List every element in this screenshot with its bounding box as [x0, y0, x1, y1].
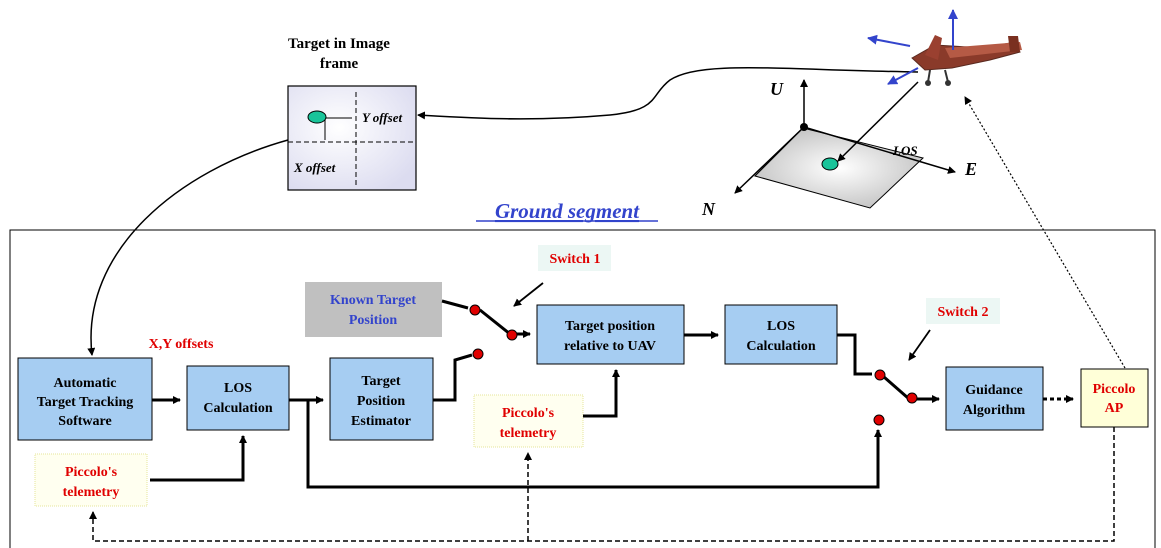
block-telemetry-1: Piccolo's telemetry	[34, 453, 148, 507]
telemetry-1-line-2: telemetry	[63, 485, 120, 500]
x-offset-label: X offset	[293, 160, 336, 175]
n-axis	[734, 126, 805, 194]
known-target-line-1: Known Target	[330, 293, 416, 308]
xy-offsets-label: X,Y offsets	[149, 337, 214, 352]
tracking-line-1: Automatic	[54, 376, 117, 391]
los-calc-1-line-1: LOS	[224, 381, 252, 396]
block-relative: Target position relative to UAV	[536, 304, 685, 365]
estimator-line-3: Estimator	[351, 414, 411, 429]
origin-dot	[800, 123, 808, 131]
telemetry-2-line-1: Piccolo's	[502, 406, 555, 421]
relative-line-2: relative to UAV	[564, 339, 656, 354]
piccolo-ap-line-1: Piccolo	[1093, 382, 1136, 397]
image-frame-group: Target in Image frame Y offset X offset	[287, 36, 417, 191]
estimator-line-1: Target	[361, 374, 400, 389]
switch-1-pointer	[513, 282, 544, 307]
los-calc-2-line-2: Calculation	[746, 339, 815, 354]
u-label: U	[770, 79, 784, 99]
aircraft-icon	[911, 35, 1022, 86]
switch-1-label: Switch 1	[550, 252, 601, 267]
body-axis-side	[887, 67, 919, 85]
tracking-line-3: Software	[58, 414, 111, 429]
ap-uplink	[964, 96, 1126, 369]
block-los-calc-1: LOS Calculation	[186, 365, 290, 431]
ground-segment-frame	[9, 229, 1156, 548]
block-piccolo-ap: Piccolo AP	[1080, 368, 1149, 428]
piccolo-ap-line-2: AP	[1105, 401, 1124, 416]
e-axis	[803, 126, 956, 174]
n-label: N	[701, 199, 716, 219]
telemetry-1-line-1: Piccolo's	[65, 465, 118, 480]
image-frame-box	[287, 85, 417, 191]
y-offset-label: Y offset	[362, 110, 402, 125]
switch-2-bg	[926, 298, 1000, 324]
image-feed-curve	[417, 67, 919, 120]
target-dot-image	[307, 110, 327, 124]
target-dot-ground	[821, 157, 839, 171]
relative-line-1: Target position	[565, 319, 655, 334]
guidance-line-2: Algorithm	[963, 403, 1026, 418]
signal-wires	[150, 299, 940, 489]
block-estimator: Target Position Estimator	[329, 357, 434, 441]
known-target-line-2: Position	[349, 313, 397, 328]
los-calc-1-line-2: Calculation	[203, 401, 272, 416]
los-vector	[837, 81, 919, 162]
block-guidance: Guidance Algorithm	[945, 366, 1044, 431]
estimator-line-2: Position	[357, 394, 405, 409]
telemetry-2-line-2: telemetry	[500, 426, 557, 441]
body-axis-forward	[867, 34, 911, 47]
image-frame-title-2: frame	[320, 56, 359, 72]
block-los-calc-2: LOS Calculation	[724, 304, 838, 365]
guidance-line-1: Guidance	[965, 383, 1023, 398]
telemetry-feedback-1	[89, 427, 1115, 542]
tracking-line-2: Target Tracking	[37, 395, 134, 410]
block-tracking: Automatic Target Tracking Software	[17, 357, 153, 441]
switch-2-label: Switch 2	[938, 305, 989, 320]
ground-segment-label: Ground segment	[495, 199, 640, 223]
los-label: LOS	[892, 143, 918, 158]
ground-plane	[754, 127, 925, 209]
switch-contacts	[469, 304, 918, 426]
image-frame-title-1: Target in Image	[288, 36, 390, 52]
e-label: E	[964, 159, 977, 179]
neu-frame: U N E LOS	[701, 79, 977, 219]
block-telemetry-2: Piccolo's telemetry	[473, 394, 584, 448]
los-calc-2-line-1: LOS	[767, 319, 795, 334]
block-known-target: Known Target Position	[305, 282, 442, 337]
switch-2-pointer	[908, 329, 931, 361]
switch-1-bg	[538, 245, 611, 271]
tracking-feed-curve	[87, 139, 289, 356]
